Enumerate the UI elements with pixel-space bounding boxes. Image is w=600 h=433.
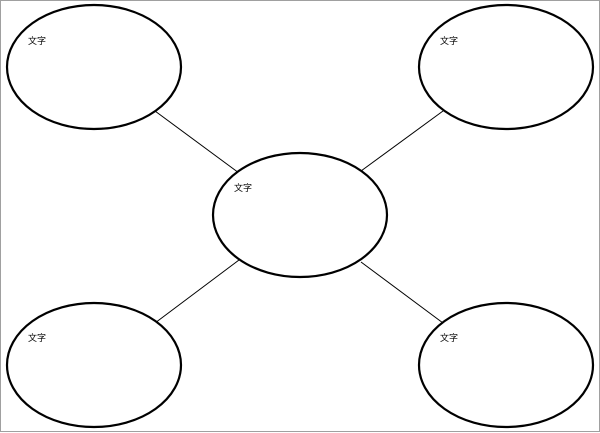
node-bottom-left-label: 文字 bbox=[28, 332, 46, 344]
connector-top-left bbox=[154, 110, 240, 174]
connector-bottom-left bbox=[154, 259, 240, 324]
node-top-right-label: 文字 bbox=[440, 35, 458, 47]
node-top-left-label: 文字 bbox=[28, 35, 46, 47]
connector-bottom-right bbox=[360, 261, 444, 324]
node-center-label: 文字 bbox=[234, 182, 252, 194]
connector-top-right bbox=[360, 110, 444, 172]
node-bottom-right-label: 文字 bbox=[440, 332, 458, 344]
node-center[interactable] bbox=[211, 151, 389, 279]
node-top-left[interactable] bbox=[5, 3, 183, 131]
node-bottom-right[interactable] bbox=[417, 301, 595, 429]
node-top-right[interactable] bbox=[417, 3, 595, 131]
node-bottom-left[interactable] bbox=[5, 301, 183, 429]
